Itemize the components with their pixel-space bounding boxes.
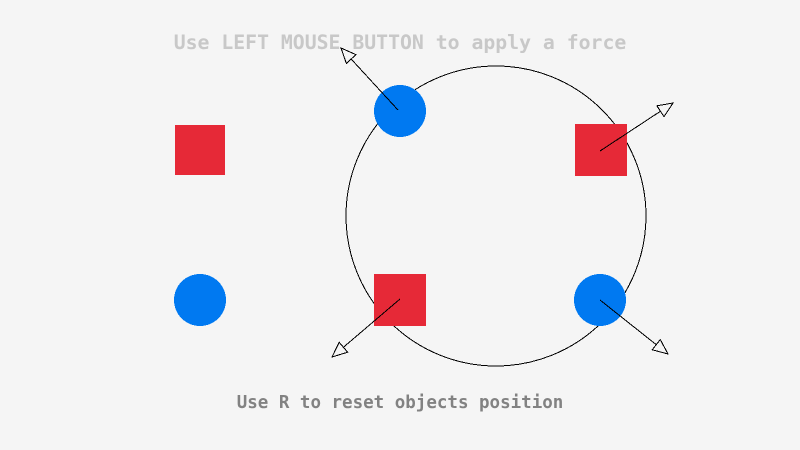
instruction-apply-force: Use LEFT MOUSE BUTTON to apply a force [173, 31, 627, 54]
force-arrow-bottom-left-head [331, 341, 349, 358]
force-arrow-bottom-right-head [651, 338, 669, 355]
red-square-bottom[interactable] [374, 274, 426, 326]
force-arrow-top-right-head [656, 102, 675, 118]
boundary-circle [345, 65, 647, 367]
instruction-reset: Use R to reset objects position [236, 393, 564, 413]
force-arrow-bottom-left-line [340, 298, 401, 351]
red-square-left[interactable] [175, 125, 225, 175]
force-arrow-top-left-head [340, 47, 357, 65]
force-arrow-top-left-line [348, 55, 399, 111]
force-arrow-top-right-line [599, 108, 665, 152]
blue-circle-bottom-left[interactable] [174, 274, 226, 326]
force-arrow-bottom-right-line [599, 299, 660, 348]
